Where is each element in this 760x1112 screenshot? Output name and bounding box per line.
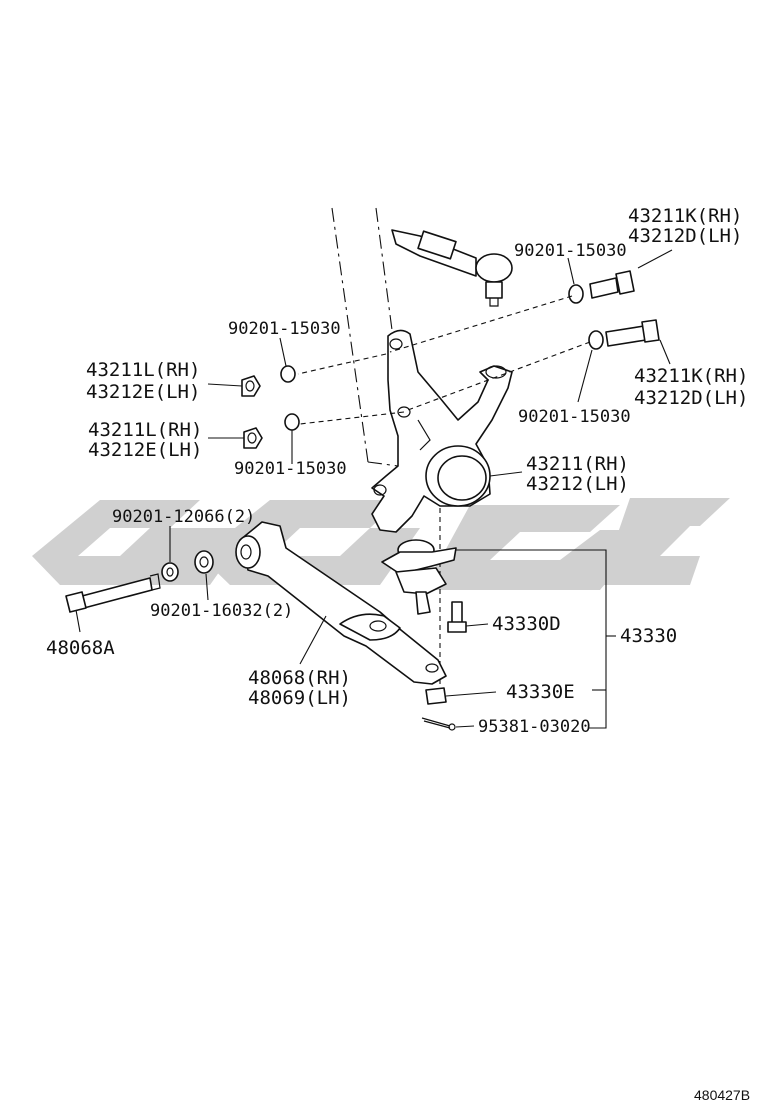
assembly-lines	[297, 295, 591, 690]
label-washer-arm-b: 90201-16032(2)	[150, 601, 293, 621]
nut-upper	[241, 375, 261, 397]
label-washer-top-right: 90201-15030	[514, 241, 627, 261]
label-tie-rod-bolt-rh: 43211K(RH)	[628, 205, 742, 227]
label-knuckle-rh: 43211(RH)	[526, 453, 629, 475]
ball-joint-nut	[425, 687, 447, 705]
tie-rod-end	[391, 229, 513, 307]
label-nut-lower-lh: 43212E(LH)	[88, 439, 202, 461]
label-washer-mid-left: 90201-15030	[234, 459, 347, 479]
knuckle-bolt-upper	[589, 270, 635, 299]
steering-knuckle	[371, 329, 513, 533]
label-washer-arm-a: 90201-12066(2)	[112, 507, 255, 527]
label-tie-rod-bolt-lh: 43212D(LH)	[628, 225, 742, 247]
lower-control-arm	[235, 521, 447, 685]
label-washer-top-left: 90201-15030	[228, 319, 341, 339]
label-arm-bolt: 48068A	[46, 637, 115, 659]
ball-joint	[381, 539, 457, 615]
label-lower-bolt-lh: 43212D(LH)	[634, 387, 748, 409]
label-ball-joint-nut: 43330E	[506, 681, 575, 703]
label-lower-bolt-rh: 43211K(RH)	[634, 365, 748, 387]
washer-lower-left	[284, 413, 300, 431]
arm-washer-b	[194, 550, 214, 574]
label-nut-lower-rh: 43211L(RH)	[88, 419, 202, 441]
figure-code: 480427B	[694, 1087, 750, 1103]
label-ball-joint-assy: 43330	[620, 625, 677, 647]
label-lower-arm-rh: 48068(RH)	[248, 667, 351, 689]
washer-upper-left	[280, 365, 296, 383]
label-washer-mid-right: 90201-15030	[518, 407, 631, 427]
leader-lines	[75, 249, 673, 729]
label-ball-joint-bolt: 43330D	[492, 613, 561, 635]
nut-lower	[243, 427, 263, 449]
label-lower-arm-lh: 48069(LH)	[248, 687, 351, 709]
label-nut-upper-lh: 43212E(LH)	[86, 381, 200, 403]
label-nut-upper-rh: 43211L(RH)	[86, 359, 200, 381]
ball-joint-bolt	[447, 601, 467, 633]
washer-lower-right	[588, 330, 604, 350]
label-knuckle-lh: 43212(LH)	[526, 473, 629, 495]
washer-upper-right	[568, 284, 584, 304]
knuckle-bolt-lower	[605, 319, 660, 347]
arm-bolt	[65, 573, 161, 613]
arm-washer-a	[161, 562, 179, 582]
cotter-pin	[421, 717, 456, 731]
label-cotter-pin: 95381-03020	[478, 717, 591, 737]
part-labels: 43211K(RH) 43212D(LH) 90201-15030 90201-…	[46, 205, 750, 1103]
strut-outline	[331, 207, 399, 467]
